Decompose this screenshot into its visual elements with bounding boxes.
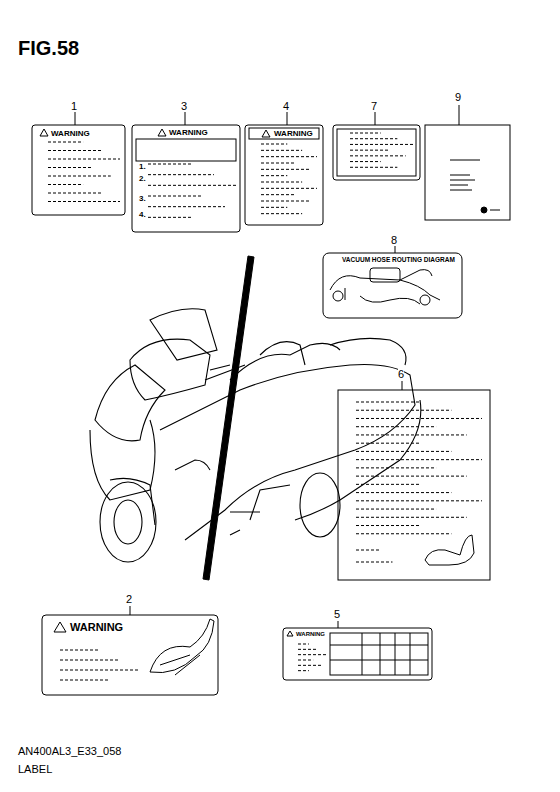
label-frame — [323, 253, 462, 318]
label-frame — [136, 139, 236, 161]
label-frame — [333, 125, 420, 180]
label-text: 3. — [138, 195, 147, 203]
callout-number: 1 — [71, 101, 77, 112]
label-sticker: WARNING 1. 2. 3. 4. — [132, 125, 240, 232]
label-frame — [249, 128, 319, 139]
figure-code: AN400AL3_E33_058 — [18, 746, 121, 757]
callout-number: 7 — [371, 101, 377, 112]
label-frame — [337, 129, 416, 176]
label-frame — [42, 615, 218, 695]
callout-number: 5 — [334, 609, 340, 620]
label-text: WARNING — [50, 130, 91, 138]
label-frame — [245, 125, 323, 225]
label-sticker: WARNING — [245, 125, 323, 225]
label-text: 4. — [138, 211, 147, 219]
callout-number: 2 — [126, 594, 132, 605]
label-text: WARNING — [273, 130, 314, 138]
label-frame — [283, 628, 432, 680]
callout-number: 4 — [283, 101, 289, 112]
label-sticker: WARNING — [283, 628, 432, 680]
label-table — [330, 633, 428, 675]
label-text: 1. — [138, 163, 147, 171]
callout-number: 9 — [455, 92, 461, 103]
label-sticker: WARNING — [32, 125, 125, 215]
label-frame — [132, 125, 240, 232]
label-text: WARNING — [69, 622, 124, 633]
callout-number: 3 — [181, 101, 187, 112]
label-frame — [32, 125, 125, 215]
callout-number: 6 — [398, 369, 404, 380]
dash-rows — [48, 133, 482, 680]
label-text: WARNING — [295, 631, 326, 637]
label-text: VACUUM HOSE ROUTING DIAGRAM — [341, 257, 456, 264]
label-frame — [338, 390, 490, 580]
label-sticker: WARNING — [42, 615, 218, 695]
figure-title: FIG.58 — [18, 38, 79, 58]
label-text: 2. — [138, 175, 147, 183]
manual — [425, 125, 510, 220]
label-text: WARNING — [168, 129, 209, 137]
callout-number: 8 — [391, 235, 397, 246]
figure-caption: LABEL — [18, 764, 52, 775]
label-sticker: VACUUM HOSE ROUTING DIAGRAM — [323, 253, 462, 318]
